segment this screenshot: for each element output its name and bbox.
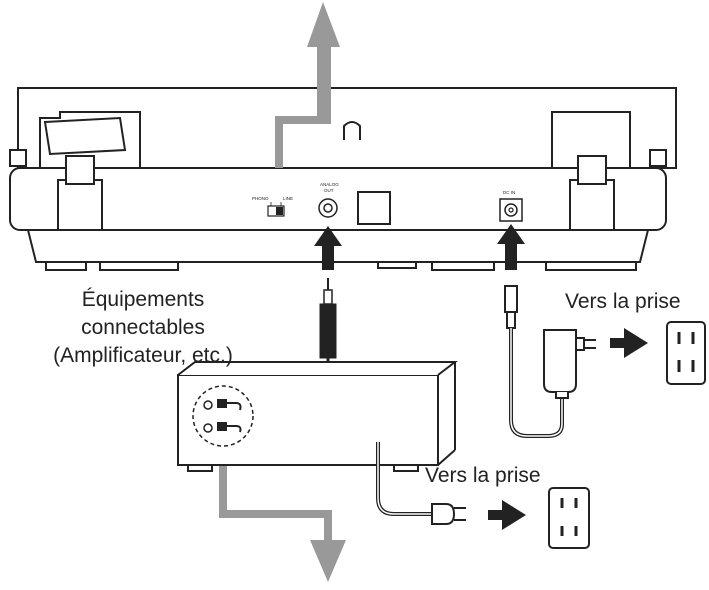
outlet-label-upper: Vers la prise [565, 290, 681, 313]
power-plug-icon [431, 503, 456, 525]
amplifier-power-cord [376, 442, 466, 525]
foot [431, 261, 495, 271]
analog-out-label-line2: OUT [324, 188, 334, 193]
dc-in-label: DC IN [503, 190, 515, 195]
flow-arrow-down [219, 446, 346, 582]
foot [45, 261, 87, 271]
cover-handle [343, 121, 361, 140]
wall-outlet-icon [548, 487, 590, 549]
turntable-body [9, 167, 667, 231]
equipment-label-line2: connectables [81, 316, 205, 339]
equipment-label-line1: Équipements [82, 288, 205, 311]
turntable [9, 87, 677, 271]
hinge-left [9, 149, 27, 167]
ac-adapter [504, 285, 596, 438]
outlet-label-lower: Vers la prise [425, 464, 541, 487]
equipment-label-line3: (Amplificateur, etc.) [53, 344, 233, 367]
down-arrow-icon [310, 540, 346, 582]
foot [545, 261, 637, 271]
foot [377, 261, 417, 269]
foot [393, 464, 419, 472]
up-arrow-icon [307, 2, 340, 47]
hinge-clip-left [57, 179, 103, 231]
flow-arrow-up [275, 2, 340, 168]
cover-block-right [551, 111, 631, 168]
analog-out-label-line1: ANALOG [320, 182, 339, 187]
audio-plug [319, 303, 337, 359]
rca-jacks-icon [192, 385, 254, 447]
label-recess [357, 191, 391, 225]
wall-outlet-icon [666, 321, 706, 385]
ac-adapter-icon [543, 329, 577, 393]
plug-arrow-icon [624, 328, 648, 358]
foot [99, 261, 179, 271]
switch-phono-label: PHONO [252, 196, 269, 201]
switch-line-label: LINE [283, 196, 293, 201]
plug-arrow-icon [502, 500, 526, 530]
hinge-clip-right [569, 179, 615, 231]
plug-arrow-icon [497, 224, 525, 244]
foot [187, 464, 213, 472]
plug-arrow-icon [314, 226, 342, 246]
hinge-right [649, 149, 667, 167]
amplifier [177, 361, 458, 472]
